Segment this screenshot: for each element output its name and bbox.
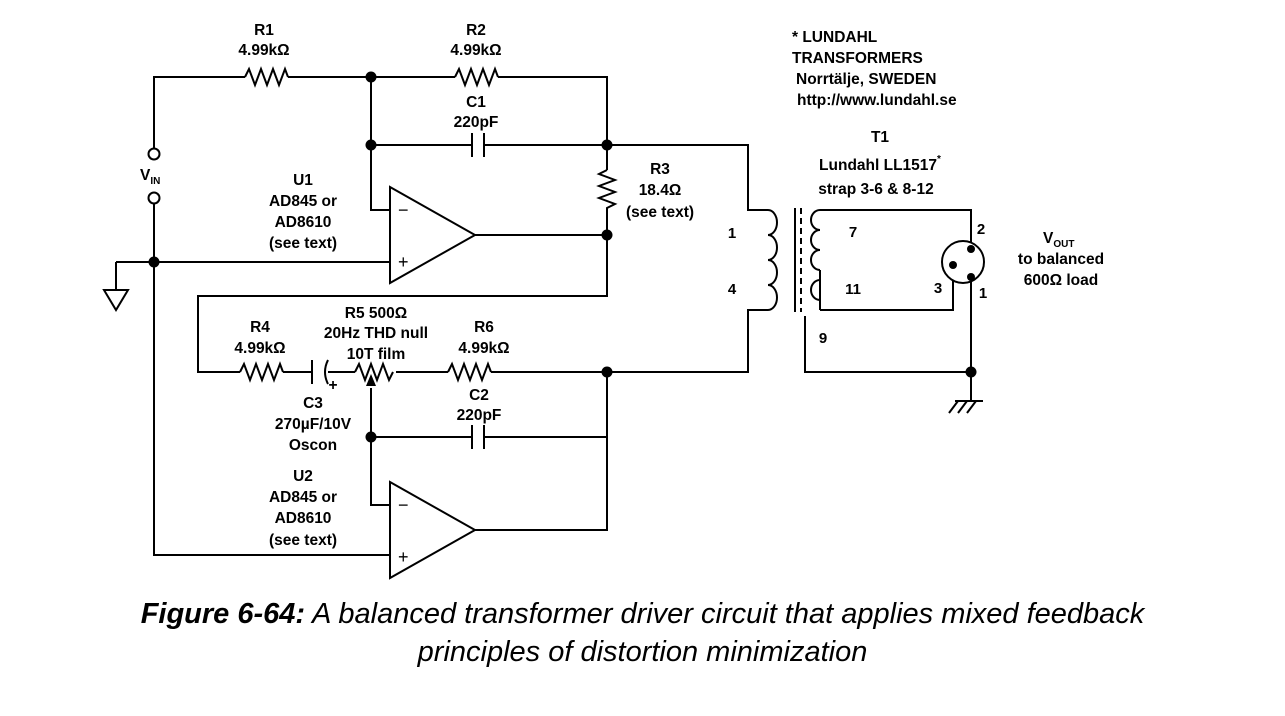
r4-ref: R4 <box>250 319 270 336</box>
wire-r2-out <box>498 76 608 145</box>
r1-value: 4.99kΩ <box>238 42 289 59</box>
junctions <box>148 71 977 443</box>
r5-wiper-arrow <box>366 374 376 386</box>
u1-note: (see text) <box>269 235 337 252</box>
t1-ref: T1 <box>871 129 889 146</box>
vout-line-2: to balanced <box>1018 251 1104 268</box>
wire-vin-bottom <box>153 203 390 556</box>
u2-minus-sign: − <box>398 495 409 515</box>
xlr-pin-3: 3 <box>934 280 942 297</box>
u1-part-2: AD8610 <box>275 214 332 231</box>
r6-value: 4.99kΩ <box>458 340 509 357</box>
u1-ref: U1 <box>293 172 313 189</box>
u1-plus-sign: + <box>398 252 409 272</box>
wire-secondary-ct <box>804 316 971 373</box>
u2-plus-sign: + <box>398 547 409 567</box>
circuit-schematic: − + − + R1 4.99kΩ R2 4.99kΩ C1 220p <box>102 22 1104 580</box>
t1-pin-1: 1 <box>728 225 736 242</box>
ground-symbol-chassis <box>948 400 983 414</box>
wire-u2-out <box>475 372 608 531</box>
c2-value: 220pF <box>457 407 502 424</box>
resistor-r3 <box>596 169 618 212</box>
resistor-r6 <box>447 361 492 383</box>
r3-ref: R3 <box>650 161 670 178</box>
r5-label-2: 20Hz THD null <box>324 325 428 342</box>
t1-pin-11: 11 <box>845 281 861 298</box>
vout-label: VOUT <box>1043 230 1074 250</box>
xlr-pin-1: 1 <box>979 285 987 302</box>
c1-ref: C1 <box>466 94 486 111</box>
xlr-pin-2: 2 <box>977 221 985 238</box>
u1-minus-sign: − <box>398 200 409 220</box>
c3-ref: C3 <box>303 395 323 412</box>
figure-label: Figure 6-64: <box>140 598 306 630</box>
u2-part-2: AD8610 <box>275 510 332 527</box>
capacitor-c1 <box>471 133 485 157</box>
t1-strap: strap 3-6 & 8-12 <box>818 181 933 198</box>
figure-caption-line-1: Figure 6-64: A balanced transformer driv… <box>0 598 1285 631</box>
transformer-t1 <box>767 208 821 312</box>
u2-ref: U2 <box>293 468 313 485</box>
vin-terminals <box>147 147 161 205</box>
r5-label-3: 10T film <box>347 346 406 363</box>
ground-symbol-input <box>102 289 130 312</box>
wire-u1-feedback <box>370 77 607 211</box>
wiring <box>115 76 972 556</box>
u1-part-1: AD845 or <box>269 193 337 210</box>
note-line-1: * LUNDAHL <box>792 29 877 46</box>
vin-label: VIN <box>140 167 160 187</box>
caption-text-1: A balanced transformer driver circuit th… <box>305 598 1145 630</box>
c3-value: 270µF/10V <box>275 416 352 433</box>
t1-pin-4: 4 <box>728 281 737 298</box>
capacitor-c3 <box>311 359 329 385</box>
r3-note: (see text) <box>626 204 694 221</box>
capacitor-c2 <box>471 425 485 449</box>
wire-vin-top <box>153 76 245 148</box>
wire-to-t1-pin1 <box>607 144 768 211</box>
u2-part-1: AD845 or <box>269 489 337 506</box>
r2-ref: R2 <box>466 22 486 39</box>
t1-pin-9: 9 <box>819 330 827 347</box>
resistor-r1 <box>244 66 289 88</box>
opamp-u2: − + <box>389 480 478 580</box>
note-line-4: http://www.lundahl.se <box>797 92 957 109</box>
opamp-u1: − + <box>389 185 478 285</box>
note-line-3: Norrtälje, SWEDEN <box>796 71 936 88</box>
u2-body <box>389 480 478 580</box>
r6-ref: R6 <box>474 319 494 336</box>
r2-value: 4.99kΩ <box>450 42 501 59</box>
wire-r5-wiper <box>370 388 390 506</box>
r4-value: 4.99kΩ <box>234 340 285 357</box>
r1-ref: R1 <box>254 22 274 39</box>
u2-note: (see text) <box>269 532 337 549</box>
xlr-connector <box>941 240 985 284</box>
vout-line-3: 600Ω load <box>1024 272 1098 289</box>
r5-label-1: R5 500Ω <box>345 305 407 322</box>
figure-caption-line-2: principles of distortion minimization <box>417 636 868 668</box>
note-line-2: TRANSFORMERS <box>792 50 923 67</box>
r3-value: 18.4Ω <box>639 182 682 199</box>
resistor-r2 <box>454 66 499 88</box>
c2-ref: C2 <box>469 387 489 404</box>
c3-polarity: + <box>328 377 337 394</box>
t1-part: Lundahl LL1517* <box>819 154 941 174</box>
wire-secondary-bottom <box>820 270 954 311</box>
wire-secondary-top <box>820 209 972 243</box>
t1-pin-7: 7 <box>849 224 857 241</box>
potentiometer-r5 <box>354 361 394 383</box>
resistor-r4 <box>239 361 284 383</box>
c1-value: 220pF <box>454 114 499 131</box>
c3-note: Oscon <box>289 437 337 454</box>
wire-r6-t1 <box>491 309 768 373</box>
